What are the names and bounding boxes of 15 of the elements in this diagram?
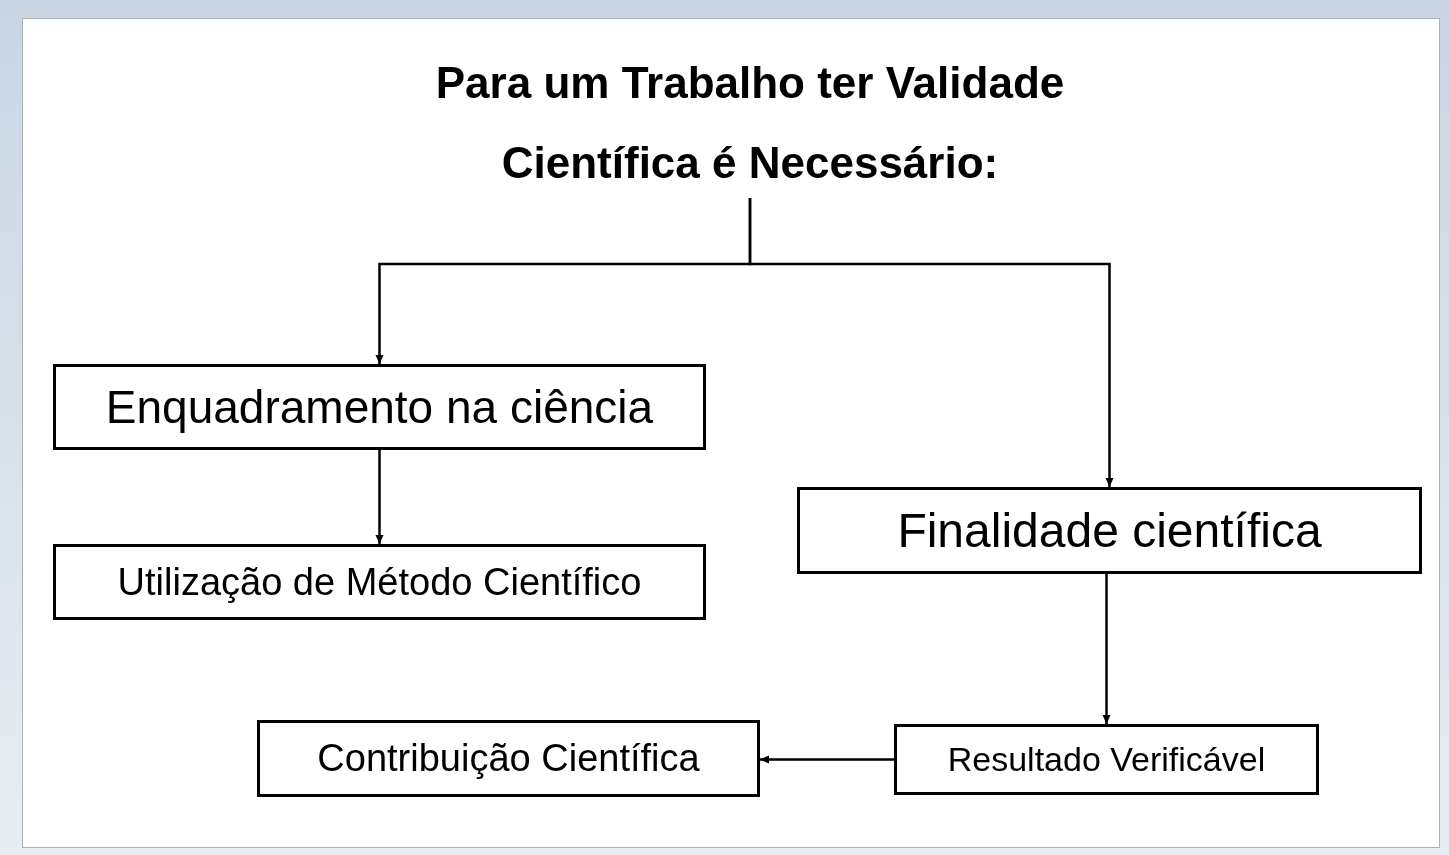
box-label: Resultado Verificável bbox=[947, 739, 1266, 780]
arrow bbox=[748, 198, 1114, 487]
process-box bbox=[257, 720, 760, 797]
process-box bbox=[53, 364, 706, 450]
arrow bbox=[1102, 574, 1111, 724]
box-label: Enquadramento na ciência bbox=[105, 379, 654, 435]
process-box bbox=[797, 487, 1422, 574]
process-box bbox=[53, 544, 706, 620]
heading-text: Para um Trabalho ter Validade Científica é Necessário: bbox=[340, 48, 1160, 198]
arrow bbox=[375, 450, 384, 544]
arrow bbox=[760, 755, 894, 764]
box-label: Contribuição Científica bbox=[317, 736, 700, 781]
process-box bbox=[894, 724, 1319, 795]
box-label: Utilização de Método Científico bbox=[117, 559, 642, 605]
box-label: Finalidade científica bbox=[897, 502, 1322, 559]
